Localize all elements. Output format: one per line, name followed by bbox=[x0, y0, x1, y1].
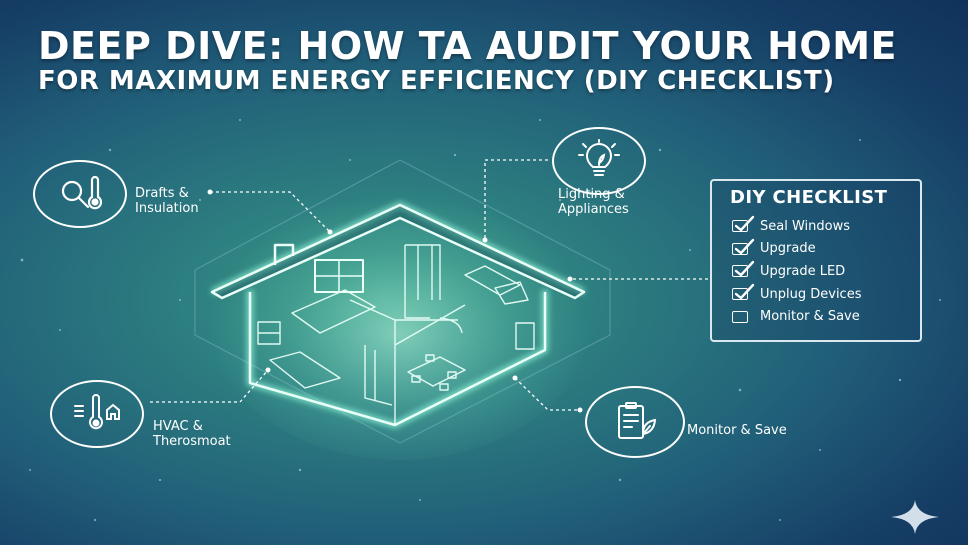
lightbulb-icon bbox=[578, 139, 620, 176]
checklist-items: Seal Windows Upgrade Upgrade LED Unplug … bbox=[732, 215, 920, 328]
checkbox-checked[interactable] bbox=[732, 238, 755, 255]
checkbox-unchecked[interactable] bbox=[732, 310, 748, 323]
checklist-item-label: Unplug Devices bbox=[760, 286, 862, 302]
checkbox-checked[interactable] bbox=[732, 283, 755, 301]
checklist-item: Unplug Devices bbox=[732, 283, 920, 306]
checkmark-icon bbox=[734, 261, 755, 278]
checkmark-icon bbox=[734, 238, 755, 255]
hvac-label: HVAC & Therosmoat bbox=[153, 419, 231, 449]
clipboard-leaf-icon bbox=[618, 402, 657, 439]
lighting-node bbox=[552, 127, 646, 195]
checkbox-checked[interactable] bbox=[732, 261, 755, 278]
connector-lines bbox=[150, 159, 708, 411]
checklist-item: Upgrade bbox=[732, 238, 920, 261]
house-outline bbox=[210, 201, 586, 429]
checkbox-checked[interactable] bbox=[732, 216, 755, 233]
checkmark-icon bbox=[734, 283, 755, 300]
checklist-item-label: Upgrade LED bbox=[760, 263, 846, 279]
monitor-label: Monitor & Save bbox=[687, 423, 787, 438]
checklist-item-label: Monitor & Save bbox=[760, 309, 860, 325]
checklist-item: Seal Windows bbox=[732, 215, 920, 238]
monitor-node bbox=[585, 386, 685, 458]
drafts-label: Drafts & Insulation bbox=[135, 186, 199, 216]
checkmark-icon bbox=[734, 216, 755, 232]
connector-dots bbox=[207, 189, 583, 413]
page-subtitle: FOR MAXIMUM ENERGY EFFICIENCY (DIY CHECK… bbox=[38, 66, 835, 96]
page-title: DEEP DIVE: HOW TA AUDIT YOUR HOME bbox=[38, 24, 897, 68]
magnifier-thermometer-icon bbox=[61, 175, 103, 210]
checklist-item-label: Upgrade bbox=[760, 241, 816, 257]
star-field bbox=[20, 119, 941, 522]
checklist-title: DIY CHECKLIST bbox=[730, 187, 888, 208]
checklist-item: Upgrade LED bbox=[732, 260, 920, 283]
checklist-item: Monitor & Save bbox=[732, 305, 920, 328]
thermostat-icon bbox=[74, 394, 120, 430]
drafts-node bbox=[33, 160, 127, 228]
sparkle-icon bbox=[891, 500, 939, 534]
hvac-node bbox=[50, 380, 144, 448]
diy-checklist-panel: DIY CHECKLIST Seal Windows Upgrade Upgra… bbox=[710, 179, 922, 342]
lighting-label: Lighting & Appliances bbox=[558, 187, 629, 217]
checklist-item-label: Seal Windows bbox=[760, 218, 850, 234]
